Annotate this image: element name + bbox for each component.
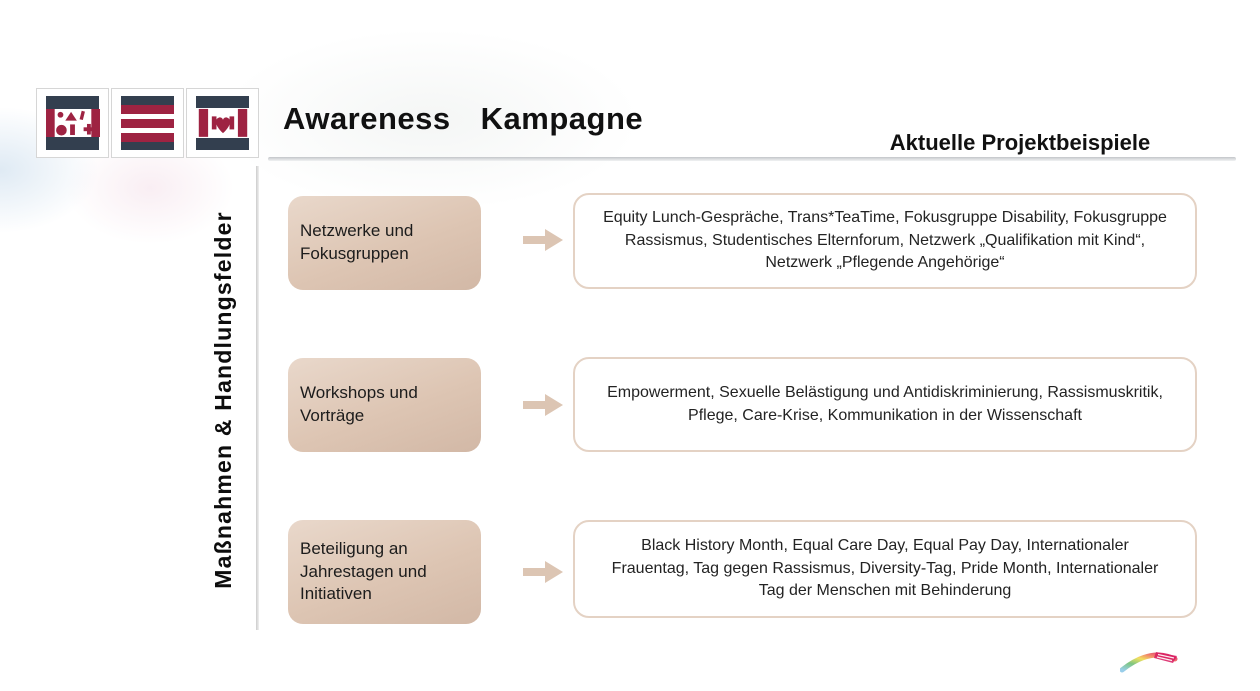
category-label: Beteiligung an Jahrestagen und Initiativ… [300,538,427,604]
examples-text: Black History Month, Equal Care Day, Equ… [611,536,1159,600]
rainbow-swoosh-icon [1120,652,1178,673]
logo-bottom-bar [121,141,174,150]
category-box-workshops: Workshops und Vorträge [288,358,481,452]
category-box-jahrestage: Beteiligung an Jahrestagen und Initiativ… [288,520,481,624]
logo-bottom-bar [196,137,249,151]
examples-text: Empowerment, Sexuelle Belästigung und An… [607,383,1163,424]
side-axis-label: Maßnahmen & Handlungsfelder [210,211,236,589]
arrow-right-icon [523,229,563,251]
heart-shape [198,109,247,137]
arrow-right-icon [523,394,563,416]
examples-box: Equity Lunch-Gespräche, Trans*TeaTime, F… [573,193,1197,289]
title-word-1: Awareness [283,101,451,136]
page-title: Awareness Kampagne [283,101,643,137]
examples-box: Empowerment, Sexuelle Belästigung und An… [573,357,1197,452]
arrow-right-icon [523,561,563,583]
subtitle: Aktuelle Projektbeispiele [889,130,1151,155]
logo-row [36,88,259,158]
equality-bars-logo-icon [111,88,184,158]
category-label: Netzwerke und Fokusgruppen [300,221,414,263]
logo-top-bar [121,96,174,105]
title-word-2: Kampagne [480,101,644,136]
equality-bars [121,104,174,142]
pictogram-shapes [45,108,100,138]
category-box-netzwerke: Netzwerke und Fokusgruppen [288,196,481,290]
category-label: Workshops und Vorträge [300,383,418,425]
logo-bottom-bar [46,137,99,150]
pictograms-logo-icon [36,88,109,158]
side-divider [256,166,259,630]
examples-box: Black History Month, Equal Care Day, Equ… [573,520,1197,618]
header-divider [268,157,1236,161]
logo-top-bar [196,96,249,109]
heart-bars-logo-icon [186,88,259,158]
examples-text: Equity Lunch-Gespräche, Trans*TeaTime, F… [603,208,1167,272]
logo-top-bar [46,96,99,109]
